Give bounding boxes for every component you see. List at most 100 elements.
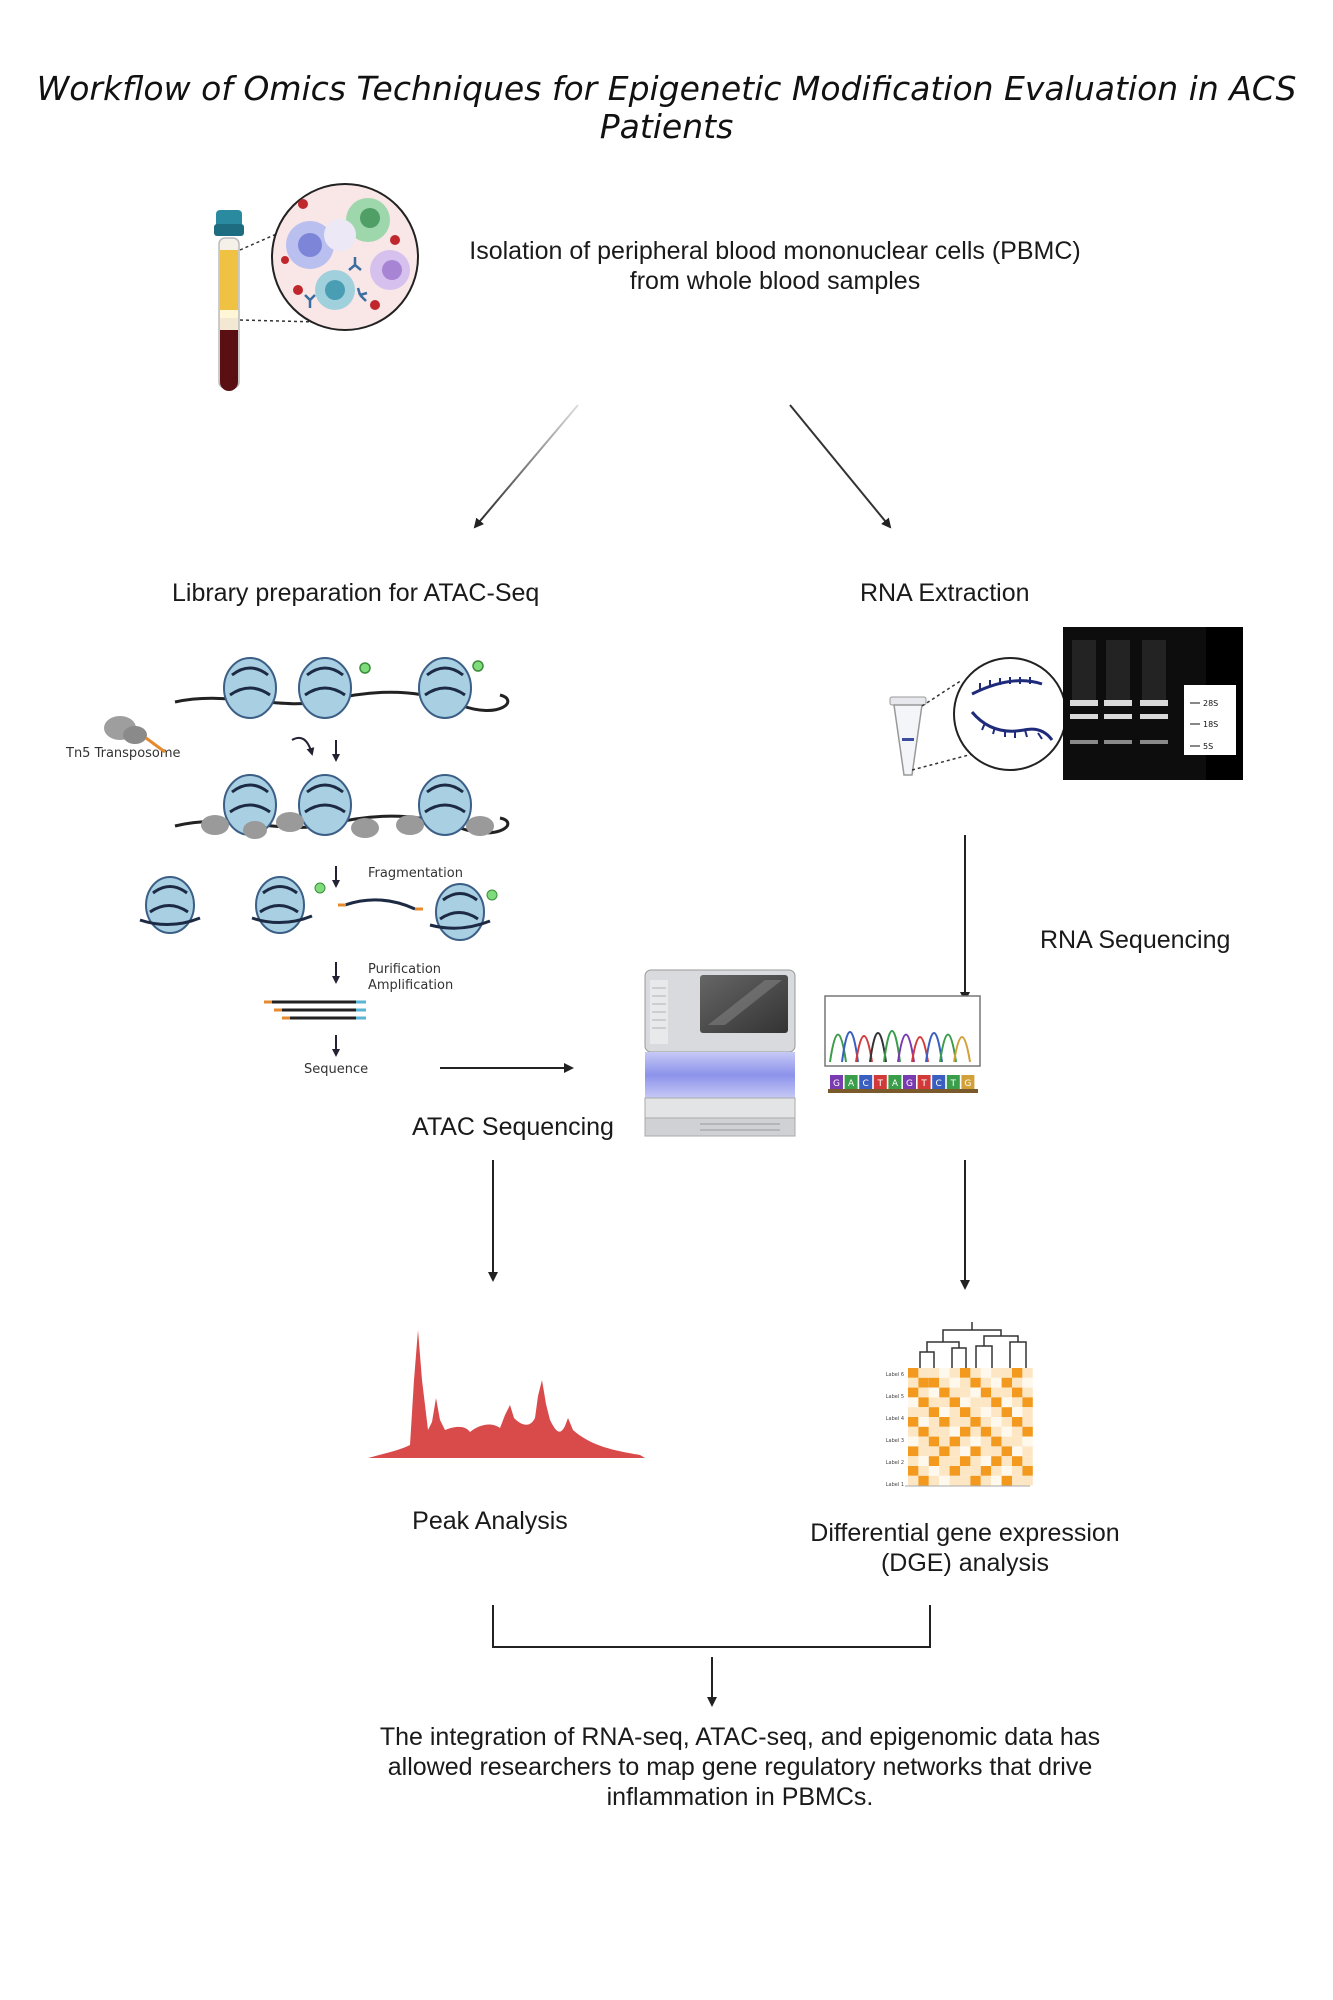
fragmentation-label: Fragmentation bbox=[368, 866, 463, 881]
heatmap-cell bbox=[949, 1417, 960, 1427]
heatmap-cell bbox=[918, 1417, 929, 1427]
heatmap-row-label: Label 4 bbox=[886, 1416, 904, 1422]
dna-letter: T bbox=[950, 1079, 957, 1089]
dna-letter-box bbox=[873, 1075, 887, 1089]
heatmap-cell bbox=[939, 1456, 950, 1466]
heatmap-cell bbox=[939, 1475, 950, 1486]
heatmap-cell bbox=[991, 1446, 1002, 1457]
atac-sequencing-label: ATAC Sequencing bbox=[412, 1113, 614, 1141]
heatmap-cell bbox=[908, 1456, 919, 1466]
sequence-label: Sequence bbox=[304, 1062, 369, 1077]
heatmap-cell bbox=[1012, 1407, 1023, 1417]
tn5-label: Tn5 Transposome bbox=[66, 746, 181, 761]
heatmap-cell bbox=[991, 1377, 1002, 1388]
heatmap-cell bbox=[928, 1368, 940, 1378]
blood-tube-icon bbox=[214, 210, 244, 391]
dna-letter: A bbox=[848, 1079, 855, 1089]
heatmap-cell bbox=[928, 1475, 940, 1486]
heatmap-cell bbox=[918, 1436, 929, 1447]
heatmap-cell bbox=[960, 1436, 971, 1447]
heatmap-cell bbox=[980, 1407, 992, 1417]
heatmap-row-label: Label 3 bbox=[886, 1438, 904, 1444]
heatmap-cell bbox=[960, 1466, 971, 1476]
heatmap-cell bbox=[949, 1426, 960, 1437]
heatmap-cell bbox=[949, 1475, 960, 1486]
heatmap-cell bbox=[1022, 1397, 1033, 1408]
heatmap-cell bbox=[1001, 1436, 1012, 1447]
heatmap-cell bbox=[970, 1446, 981, 1457]
gel-label-28s: 28S bbox=[1203, 699, 1218, 708]
heatmap-cell bbox=[970, 1426, 981, 1437]
heatmap-cell bbox=[1022, 1417, 1033, 1427]
dge-analysis-label: Differential gene expression (DGE) analy… bbox=[810, 1519, 1120, 1577]
heatmap-cell bbox=[939, 1436, 950, 1447]
heatmap-cell bbox=[928, 1426, 940, 1437]
atac-library-label: Library preparation for ATAC-Seq bbox=[172, 579, 540, 607]
heatmap-cell bbox=[991, 1417, 1002, 1427]
rna-gel-image: 28S 18S 5S bbox=[1063, 627, 1243, 780]
peak-analysis-label: Peak Analysis bbox=[412, 1507, 568, 1535]
heatmap-cell bbox=[960, 1387, 971, 1398]
heatmap-cell bbox=[949, 1456, 960, 1466]
heatmap-cell bbox=[949, 1466, 960, 1476]
heatmap-cell bbox=[970, 1397, 981, 1408]
heatmap-cell bbox=[1012, 1446, 1023, 1457]
dna-letter-box bbox=[830, 1075, 843, 1089]
heatmap-cell bbox=[991, 1426, 1002, 1437]
dna-letter: T bbox=[877, 1079, 884, 1089]
heatmap-cell bbox=[918, 1397, 929, 1408]
gel-label-18s: 18S bbox=[1203, 720, 1218, 729]
pbmc-cells-icon bbox=[271, 183, 419, 331]
heatmap-cell bbox=[991, 1466, 1002, 1476]
heatmap-cell bbox=[980, 1397, 992, 1408]
heatmap-cell bbox=[960, 1475, 971, 1486]
heatmap-cell bbox=[918, 1456, 929, 1466]
heatmap-cell bbox=[960, 1377, 971, 1388]
heatmap-cell bbox=[1001, 1377, 1012, 1388]
heatmap-cell bbox=[928, 1466, 940, 1476]
heatmap-cell bbox=[908, 1368, 919, 1378]
heatmap-cell bbox=[991, 1475, 1002, 1486]
heatmap-cell bbox=[1012, 1456, 1023, 1466]
dna-letter: T bbox=[920, 1079, 927, 1089]
heatmap-cell bbox=[1022, 1436, 1033, 1447]
heatmap-cell bbox=[908, 1387, 919, 1398]
heatmap-cell bbox=[970, 1377, 981, 1388]
heatmap-cell bbox=[928, 1407, 940, 1417]
heatmap-cell bbox=[939, 1368, 950, 1378]
heatmap-cell bbox=[1012, 1368, 1023, 1378]
heatmap-cell bbox=[908, 1377, 919, 1388]
purification-label: Purification bbox=[368, 962, 442, 977]
dna-letter-box bbox=[961, 1075, 975, 1089]
heatmap-cell bbox=[939, 1426, 950, 1437]
heatmap-cell bbox=[980, 1426, 992, 1437]
heatmap-cell bbox=[980, 1387, 992, 1398]
heatmap-cell bbox=[970, 1456, 981, 1466]
heatmap-cell bbox=[939, 1446, 950, 1457]
heatmap-cell bbox=[1022, 1426, 1033, 1437]
heatmap-cell bbox=[1001, 1407, 1012, 1417]
heatmap-cell bbox=[1001, 1368, 1012, 1378]
heatmap-cell bbox=[1001, 1397, 1012, 1408]
heatmap-cell bbox=[960, 1368, 971, 1378]
rna-extraction-label: RNA Extraction bbox=[860, 579, 1030, 607]
gel-label-5s: 5S bbox=[1203, 742, 1213, 751]
heatmap-cell bbox=[928, 1387, 940, 1398]
heatmap-cell bbox=[970, 1407, 981, 1417]
atac-library-diagram bbox=[104, 657, 510, 1057]
heatmap-cell bbox=[939, 1387, 950, 1398]
heatmap-cell bbox=[980, 1475, 992, 1486]
heatmap-cell bbox=[991, 1387, 1002, 1398]
heatmap-cell bbox=[1012, 1397, 1023, 1408]
dna-letter-box bbox=[844, 1075, 858, 1089]
dna-letter: G bbox=[833, 1079, 840, 1089]
heatmap-cell bbox=[949, 1387, 960, 1398]
heatmap-cell bbox=[1001, 1466, 1012, 1476]
heatmap-cell bbox=[1012, 1475, 1023, 1486]
page-title: Workflow of Omics Techniques for Epigene… bbox=[36, 69, 1297, 146]
heatmap-cell bbox=[949, 1368, 960, 1378]
heatmap-cell bbox=[970, 1368, 981, 1378]
heatmap-cell bbox=[1012, 1466, 1023, 1476]
heatmap-cell bbox=[908, 1436, 919, 1447]
